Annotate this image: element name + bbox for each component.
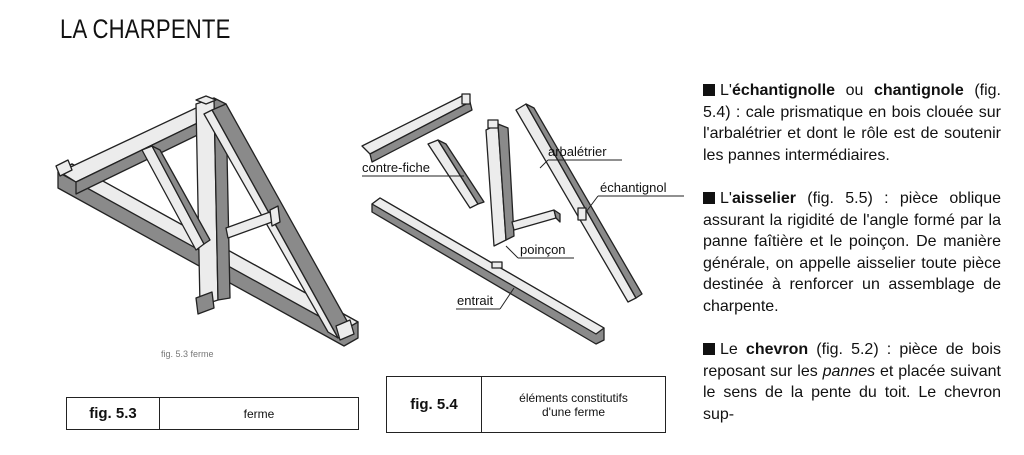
figure-5-3-truss: fig. 5.3 ferme (55, 95, 359, 359)
label-contre-fiche: contre-fiche (362, 160, 430, 175)
bullet-square-icon (703, 343, 715, 355)
term-echantignolle: échantignolle (731, 82, 836, 99)
caption-fig-5-4-number: fig. 5.4 (387, 377, 482, 432)
term-chantignole: chantignole (873, 82, 964, 99)
paragraph-chevron: Le chevron (fig. 5.2) : pièce de bois re… (703, 341, 1001, 423)
page-title: LA CHARPENTE (60, 14, 231, 44)
bullet-square-icon (703, 192, 715, 204)
label-poincon: poinçon (520, 242, 566, 257)
paragraph-echantignolle: L'échantignolle ou chantignole (fig. 5.4… (703, 82, 1001, 164)
label-arbaletrier: arbalétrier (548, 144, 607, 159)
label-entrait: entrait (457, 293, 494, 308)
figure-5-3-partial-caption: fig. 5.3 ferme (161, 349, 214, 359)
bullet-square-icon (703, 84, 715, 96)
figure-5-4-components: contre-fiche arbalétrier échantignol poi… (361, 93, 684, 345)
term-pannes: pannes (822, 362, 876, 380)
paragraph-aisselier: L'aisselier (fig. 5.5) : pièce oblique a… (703, 190, 1001, 315)
definitions-column: L'échantignolle ou chantignole (fig. 5.4… (703, 80, 1001, 447)
label-echantignole: échantignol (600, 180, 667, 195)
term-chevron: chevron (745, 341, 809, 358)
term-aisselier: aisselier (731, 190, 797, 207)
caption-fig-5-3-text: ferme (243, 406, 275, 421)
caption-fig-5-3-number: fig. 5.3 (67, 398, 160, 429)
caption-fig-5-4: fig. 5.4 éléments constitutifs d'une fer… (386, 376, 666, 433)
caption-fig-5-3: fig. 5.3 ferme (66, 397, 359, 430)
caption-fig-5-4-text: éléments constitutifs d'une ferme (519, 390, 628, 419)
